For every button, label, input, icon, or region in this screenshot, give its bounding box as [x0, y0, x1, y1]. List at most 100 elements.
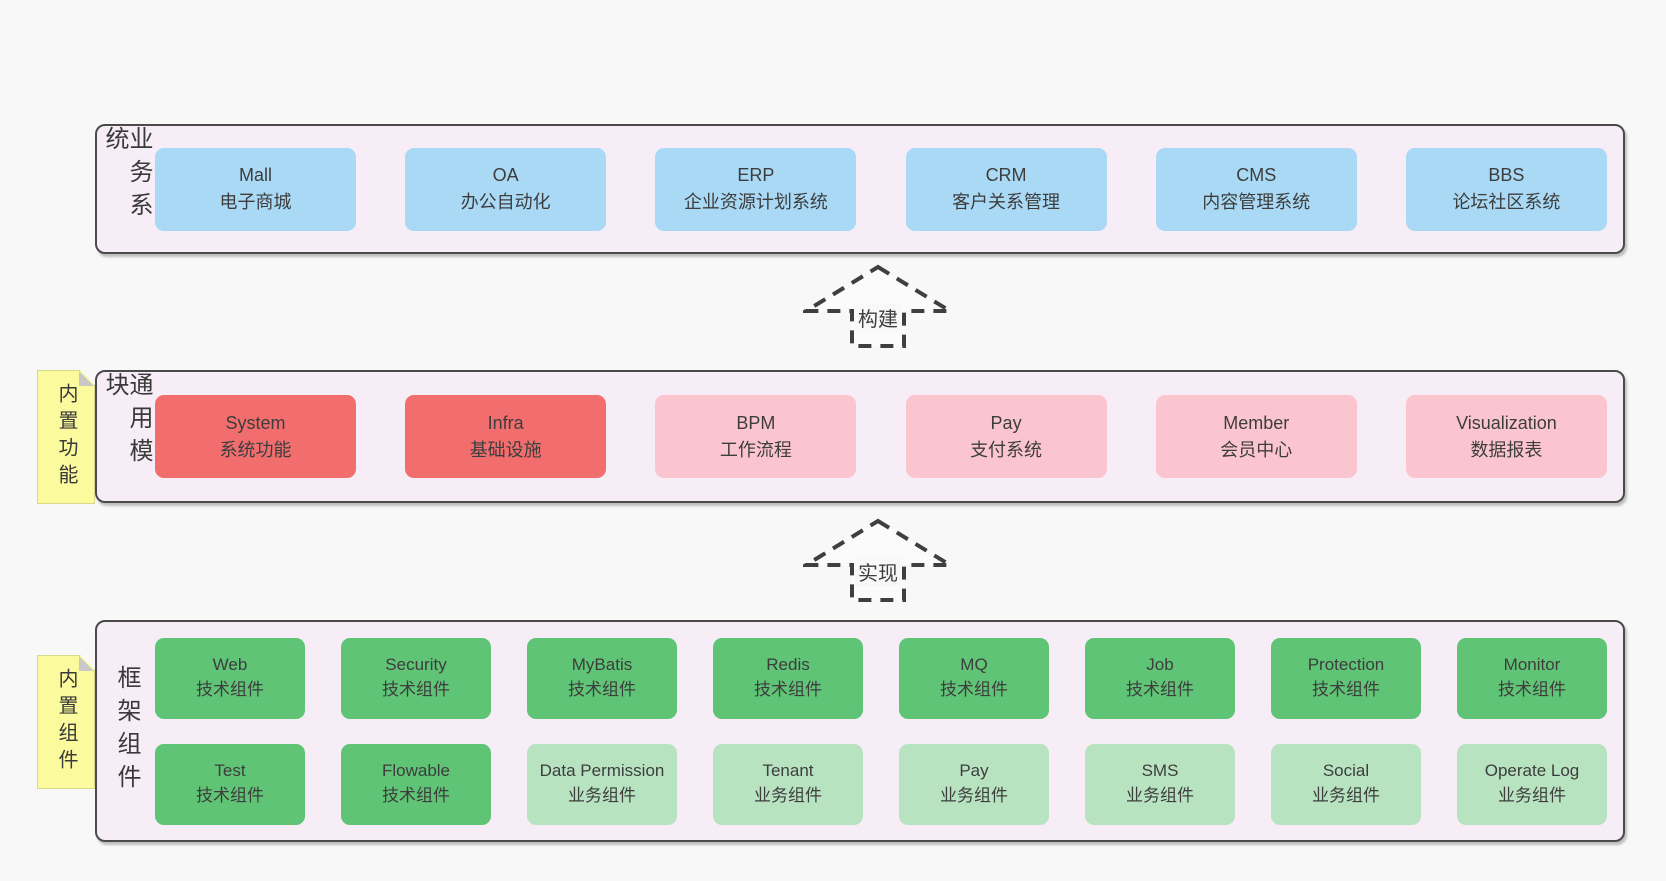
box-title: Infra — [487, 412, 524, 433]
box-subtitle: 会员中心 — [1220, 439, 1293, 460]
box-title: BBS — [1488, 165, 1525, 185]
box-title: Member — [1223, 412, 1290, 433]
box-title: BPM — [736, 412, 776, 433]
band-label: 框架组件 — [113, 665, 140, 797]
box-data-permission: Data Permission 业务组件 — [527, 743, 677, 825]
box-title: Pay — [990, 412, 1022, 433]
box-subtitle: 业务组件 — [1126, 786, 1194, 805]
box-title: MQ — [960, 655, 988, 675]
band-row: System 系统功能 Infra 基础设施 BPM 工作流程 Pay 支付系统 Member 会… — [155, 395, 1607, 478]
box-flowable: Flowable 技术组件 — [341, 743, 491, 825]
box-operate-log: Operate Log 业务组件 — [1457, 743, 1607, 825]
box-title: Mall — [238, 165, 272, 185]
box-security: Security 技术组件 — [341, 637, 491, 719]
box-subtitle: 技术组件 — [196, 786, 264, 805]
box-mybatis: MyBatis 技术组件 — [527, 637, 677, 719]
box-subtitle: 技术组件 — [382, 680, 450, 699]
box-title: CRM — [985, 165, 1027, 185]
box-pay: Pay 支付系统 — [905, 395, 1107, 478]
band-label: 通用模块 — [101, 372, 152, 471]
box-subtitle: 业务组件 — [1498, 786, 1566, 805]
box-mq: MQ 技术组件 — [899, 637, 1049, 719]
box-subtitle: 办公自动化 — [460, 192, 551, 212]
box-mall: Mall 电子商城 — [155, 147, 356, 231]
box-subtitle: 企业资源计划系统 — [683, 192, 828, 212]
box-subtitle: 技术组件 — [196, 680, 264, 699]
box-title: Test — [214, 761, 246, 781]
box-title: Social — [1322, 761, 1370, 781]
box-subtitle: 技术组件 — [568, 680, 636, 699]
box-subtitle: 技术组件 — [754, 680, 822, 699]
band-label: 业务系统 — [101, 126, 152, 225]
box-subtitle: 业务组件 — [940, 786, 1008, 805]
box-subtitle: 业务组件 — [754, 786, 822, 805]
sticky-note-builtin-features: 内置功能 — [37, 370, 95, 504]
sticky-note-text: 内置功能 — [55, 383, 77, 491]
box-title: Flowable — [381, 761, 451, 781]
box-subtitle: 客户关系管理 — [952, 192, 1061, 212]
box-title: Job — [1146, 655, 1174, 675]
arrow-implement: 实现 — [803, 515, 953, 605]
sticky-note-text: 内置组件 — [55, 668, 77, 776]
box-subtitle: 技术组件 — [1498, 680, 1566, 699]
box-subtitle: 工作流程 — [719, 439, 792, 460]
band-common-modules: 通用模块 System 系统功能 Infra 基础设施 BPM 工作流程 Pay 支付系统 Me… — [95, 370, 1625, 503]
box-title: Operate Log — [1484, 761, 1580, 781]
arrow-build: 构建 — [803, 261, 953, 351]
box-subtitle: 支付系统 — [970, 439, 1043, 460]
box-subtitle: 业务组件 — [568, 786, 636, 805]
box-system: System 系统功能 — [155, 395, 356, 478]
box-title: Visualization — [1456, 412, 1557, 433]
box-title: MyBatis — [571, 655, 633, 675]
box-erp: ERP 企业资源计划系统 — [655, 147, 857, 231]
box-title: Web — [212, 655, 248, 675]
box-bpm: BPM 工作流程 — [655, 395, 857, 478]
box-subtitle: 论坛社区系统 — [1452, 192, 1561, 212]
box-subtitle: 技术组件 — [382, 786, 450, 805]
arrow-label: 构建 — [855, 303, 901, 332]
box-title: Redis — [766, 655, 810, 675]
box-subtitle: 电子商城 — [219, 192, 292, 212]
band-business-systems: 业务系统 Mall 电子商城 OA 办公自动化 ERP 企业资源计划系统 CRM 客户关系管理… — [95, 124, 1625, 254]
box-monitor: Monitor 技术组件 — [1457, 637, 1607, 719]
sticky-note-builtin-components: 内置组件 — [37, 655, 95, 789]
box-cms: CMS 内容管理系统 — [1155, 147, 1357, 231]
box-subtitle: 技术组件 — [1126, 680, 1194, 699]
box-protection: Protection 技术组件 — [1271, 637, 1421, 719]
box-bbs: BBS 论坛社区系统 — [1405, 147, 1607, 231]
box-title: Pay — [959, 761, 989, 781]
box-crm: CRM 客户关系管理 — [905, 147, 1107, 231]
box-title: Security — [385, 655, 447, 675]
band-row: Mall 电子商城 OA 办公自动化 ERP 企业资源计划系统 CRM 客户关系管理 CMS 内容… — [155, 147, 1607, 231]
box-social: Social 业务组件 — [1271, 743, 1421, 825]
box-title: CMS — [1236, 165, 1277, 185]
band-rows: Mall 电子商城 OA 办公自动化 ERP 企业资源计划系统 CRM 客户关系管理 CMS 内容… — [155, 147, 1623, 231]
box-sms: SMS 业务组件 — [1085, 743, 1235, 825]
box-pay: Pay 业务组件 — [899, 743, 1049, 825]
box-title: Monitor — [1503, 655, 1561, 675]
box-redis: Redis 技术组件 — [713, 637, 863, 719]
box-test: Test 技术组件 — [155, 743, 305, 825]
box-title: Protection — [1307, 655, 1385, 675]
box-title: System — [225, 412, 286, 433]
box-title: ERP — [737, 165, 775, 185]
box-title: Data Permission — [539, 761, 665, 781]
box-subtitle: 基础设施 — [469, 439, 542, 460]
box-subtitle: 技术组件 — [1312, 680, 1380, 699]
box-title: SMS — [1141, 761, 1179, 781]
box-job: Job 技术组件 — [1085, 637, 1235, 719]
box-infra: Infra 基础设施 — [405, 395, 607, 478]
box-subtitle: 业务组件 — [1312, 786, 1380, 805]
box-subtitle: 内容管理系统 — [1202, 192, 1311, 212]
box-subtitle: 技术组件 — [940, 680, 1008, 699]
box-title: OA — [492, 165, 519, 185]
box-member: Member 会员中心 — [1155, 395, 1357, 478]
arrow-label: 实现 — [855, 557, 901, 586]
box-subtitle: 系统功能 — [219, 439, 292, 460]
box-oa: OA 办公自动化 — [405, 147, 607, 231]
